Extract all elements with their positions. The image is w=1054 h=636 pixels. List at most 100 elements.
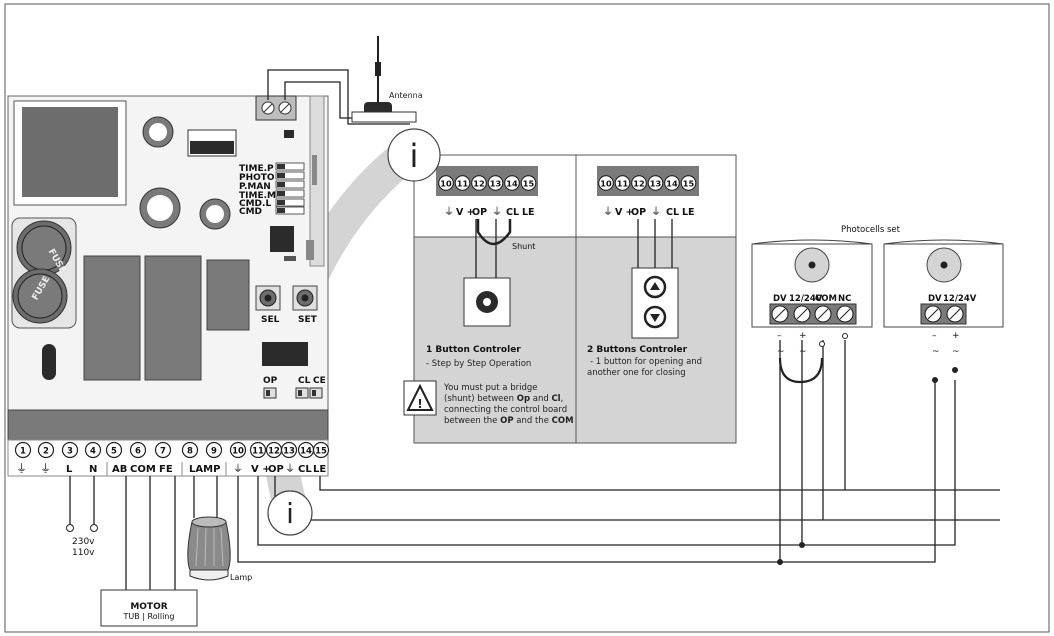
terminal-number: 13 — [490, 179, 502, 189]
tx-screws — [771, 305, 854, 323]
info-icon: i — [286, 497, 294, 530]
led-slot — [42, 344, 56, 380]
label-n: N — [89, 464, 97, 475]
relay-2 — [144, 255, 202, 381]
terminal-number: 15 — [683, 179, 695, 189]
rx-plus: + — [952, 331, 960, 341]
warning-icon — [406, 383, 434, 411]
voltage-110: 110v — [72, 548, 95, 558]
ground-2: ⏚ — [40, 462, 51, 475]
terminal-number: 12 — [633, 179, 644, 189]
antenna: Antenna — [267, 36, 423, 125]
terminal-strip — [7, 409, 329, 441]
outer-frame — [4, 3, 1050, 633]
terminal-number: 1 — [20, 447, 26, 457]
terminal-number: 11 — [252, 447, 264, 457]
tx-tilde-1: ~ — [777, 347, 785, 357]
tx-tilde-2: ~ — [799, 347, 807, 357]
voltage-230: 230v — [72, 537, 95, 547]
tx-com: COM — [815, 294, 837, 304]
fuse-holder: FUSE FUSE — [11, 217, 77, 329]
tx-plus: + — [799, 331, 807, 341]
terminal-2-circle — [37, 441, 55, 459]
c2-le: LE — [682, 207, 695, 218]
terminal-number: 15 — [523, 179, 535, 189]
c1-op: OP — [472, 207, 487, 218]
c2-op: OP — [631, 207, 646, 218]
tx-nc: NC — [838, 294, 851, 304]
terminal-number: 14 — [666, 179, 678, 189]
label-l: L — [66, 464, 73, 475]
terminal-13-circle — [647, 175, 664, 191]
set-label: SET — [298, 315, 318, 325]
up-arrow-icon — [650, 282, 660, 290]
tx-minus: – — [777, 331, 782, 341]
motor-title: MOTOR — [130, 602, 167, 612]
terminal-12-circle — [631, 175, 647, 191]
label-vplus: V + — [251, 464, 271, 475]
label-ab: AB — [112, 464, 127, 475]
label-op: OP — [268, 464, 284, 475]
terminal-number: 12 — [473, 179, 484, 189]
terminal-13-circle — [487, 175, 504, 191]
photocell-rx — [883, 243, 1004, 328]
terminal-14-circle — [664, 175, 680, 191]
terminal-number: 11 — [457, 179, 469, 189]
motor-subtitle: TUB | Rolling — [123, 612, 175, 621]
lamp-bulb — [187, 521, 231, 571]
c1-title: 1 Button Controler — [426, 345, 521, 355]
c2-ground-2: ⏚ — [651, 206, 661, 218]
label-fe: FE — [159, 464, 173, 475]
info-icon: i — [410, 137, 419, 175]
c2-desc-2: another one for closing — [587, 368, 686, 378]
terminal-number: 2 — [43, 447, 49, 457]
terminal-15-circle — [520, 175, 537, 191]
controller-2-terminals: 10 11 12 13 14 15 — [598, 175, 697, 191]
terminal-13-circle — [280, 441, 298, 459]
photocells-title: Photocells set — [841, 225, 901, 235]
terminal-number: 13 — [283, 447, 295, 457]
label-lamp: LAMP — [189, 464, 220, 475]
terminal-number: 3 — [67, 447, 73, 457]
terminal-7-circle — [154, 441, 172, 459]
shunt-wire — [476, 219, 512, 246]
label-ground-13: ⏚ — [285, 463, 295, 475]
warn-line-3: connecting the control board — [444, 405, 567, 415]
c2-desc-1: - 1 button for opening and — [590, 357, 702, 367]
photocell-jumper — [778, 357, 824, 384]
c1-desc: - Step by Step Operation — [426, 359, 531, 369]
terminal-number: 10 — [600, 179, 612, 189]
lamp-label: Lamp — [230, 573, 252, 582]
label-ground-10: ⏚ — [233, 463, 243, 475]
lamp: Lamp — [187, 476, 252, 582]
svg-text:!: ! — [417, 397, 422, 411]
c1-ground-2: ⏚ — [492, 206, 502, 218]
terminal-6-circle — [129, 441, 147, 459]
terminal-number: 4 — [90, 447, 96, 457]
dip-time-m: TIME.M — [239, 191, 276, 201]
c2-title: 2 Buttons Controler — [587, 345, 688, 355]
dip-cmd: CMD — [239, 207, 262, 217]
info-circle-top: i — [387, 128, 441, 182]
c1-ground-1: ⏚ — [444, 206, 454, 218]
transformer-core — [22, 107, 118, 197]
c2-ground-1: ⏚ — [603, 206, 613, 218]
rx-dv: DV — [928, 294, 942, 304]
board-terminal-labels: ⏚ ⏚ L N AB COM FE LAMP ⏚ V + OP ⏚ CL LE — [16, 462, 326, 476]
terminal-number: 11 — [617, 179, 629, 189]
terminal-9-circle — [205, 441, 223, 459]
dip-time-p: TIME.P — [239, 164, 274, 174]
photocells: Photocells set DV 12/24V COM NC DV 12/24… — [751, 225, 1004, 384]
dip-p-man: P.MAN — [239, 182, 271, 192]
terminal-11-circle — [454, 175, 471, 191]
dip-cmd-l: CMD.L — [239, 199, 271, 209]
terminal-number: 8 — [187, 447, 193, 457]
c2-vplus: V + — [615, 207, 634, 218]
terminal-number: 13 — [650, 179, 662, 189]
tx-dv: DV — [773, 294, 787, 304]
terminal-1-circle — [14, 441, 32, 459]
